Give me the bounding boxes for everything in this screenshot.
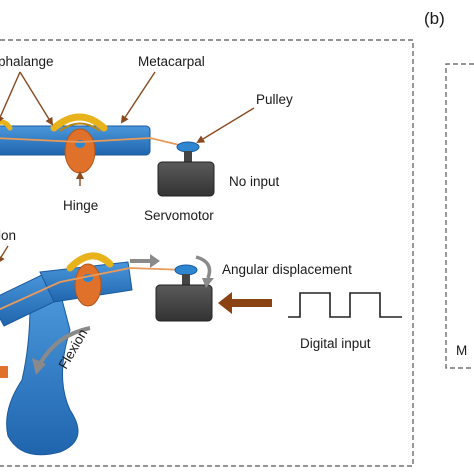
top-finger-assembly [0,113,215,197]
phalange-label: phalange [0,54,54,69]
pulley-leader [196,107,255,144]
metacarpal-cap-top [50,113,108,132]
hinge-label: Hinge [63,198,98,213]
angular-displacement-arrow [195,255,212,279]
panel-b-partial-label: M [456,343,467,358]
metacarpal-leader [120,71,156,124]
pulley-shaft-bottom [182,274,190,288]
hinge-top [64,128,96,174]
pulley-label: Pulley [256,92,293,107]
servomotor-top [157,161,215,197]
phalange-leader-2 [19,71,54,126]
pulley-bottom [174,264,198,276]
no-input-label: No input [229,174,280,189]
tendon-bottom [0,267,187,311]
tendon-label: lon [0,228,16,243]
servomotor-bottom [155,284,213,322]
input-arrow [218,292,272,314]
tendon-leader [0,245,9,264]
pulley-top [176,141,200,153]
flexed-phalange-bottom [6,291,79,456]
tendon-top [0,137,189,148]
angular-displacement-arrowhead [202,278,214,288]
panel-b-label: (b) [424,9,445,28]
tendon-pull-arrow [130,254,160,268]
digital-input-label: Digital input [300,336,371,351]
metacarpal-label: Metacarpal [138,54,205,69]
flexion-arrow [38,326,91,365]
metacarpal-cap-top-shade [59,122,101,132]
angular-displacement-label: Angular displacement [222,262,352,277]
distal-tip-bottom [0,366,8,378]
hinge-bottom [74,263,102,307]
phalange-leader [0,71,21,124]
panel-b-frame [445,63,474,369]
flexion-arrowhead [32,358,46,375]
digital-input-waveform [288,292,402,318]
bottom-finger-assembly [0,252,213,456]
servomotor-label: Servomotor [144,208,214,223]
pulley-shaft-top [184,151,192,165]
metacarpal-cap-bottom [66,252,114,272]
panel-a-frame [0,39,414,467]
